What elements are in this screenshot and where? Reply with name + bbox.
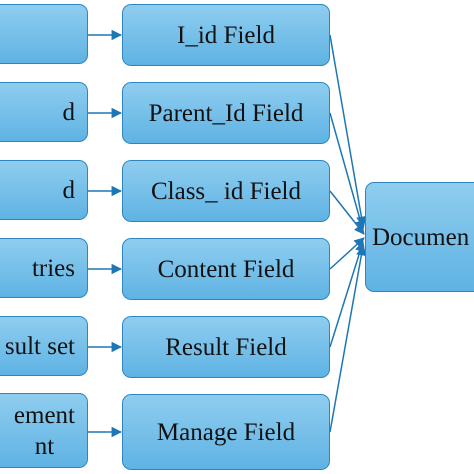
field-to-document-arrow [329,240,366,348]
source-node-label: tries [31,254,75,282]
field-node-label: Content Field [157,255,295,283]
source-node: sult set [0,316,88,376]
source-node: ement nt [0,393,88,468]
document-node: Documen [365,182,474,292]
field-node: Result Field [122,316,330,378]
field-node: Manage Field [122,394,330,470]
document-node-label: Documen [372,223,470,251]
field-node: Class_ id Field [122,160,330,222]
field-node-label: Result Field [165,333,287,361]
source-node [0,4,88,64]
field-node-label: Manage Field [156,418,296,446]
source-node-label: sult set [4,332,75,360]
field-to-document-arrow [329,190,365,235]
source-node-label: d [62,98,76,126]
source-node: tries [0,238,88,298]
field-node: Content Field [122,238,330,300]
field-node-label: Parent_Id Field [148,99,304,127]
field-to-document-arrow [329,244,367,433]
field-node: I_id Field [122,4,330,66]
field-to-document-arrow [329,34,367,228]
source-node-label: ement nt [13,401,75,460]
source-node: d [0,160,88,220]
field-node-label: I_id Field [177,21,275,49]
field-to-document-arrow [329,112,366,232]
source-node-label: d [62,176,76,204]
source-node: d [0,82,88,142]
field-node: Parent_Id Field [122,82,330,144]
field-node-label: Class_ id Field [150,177,301,205]
